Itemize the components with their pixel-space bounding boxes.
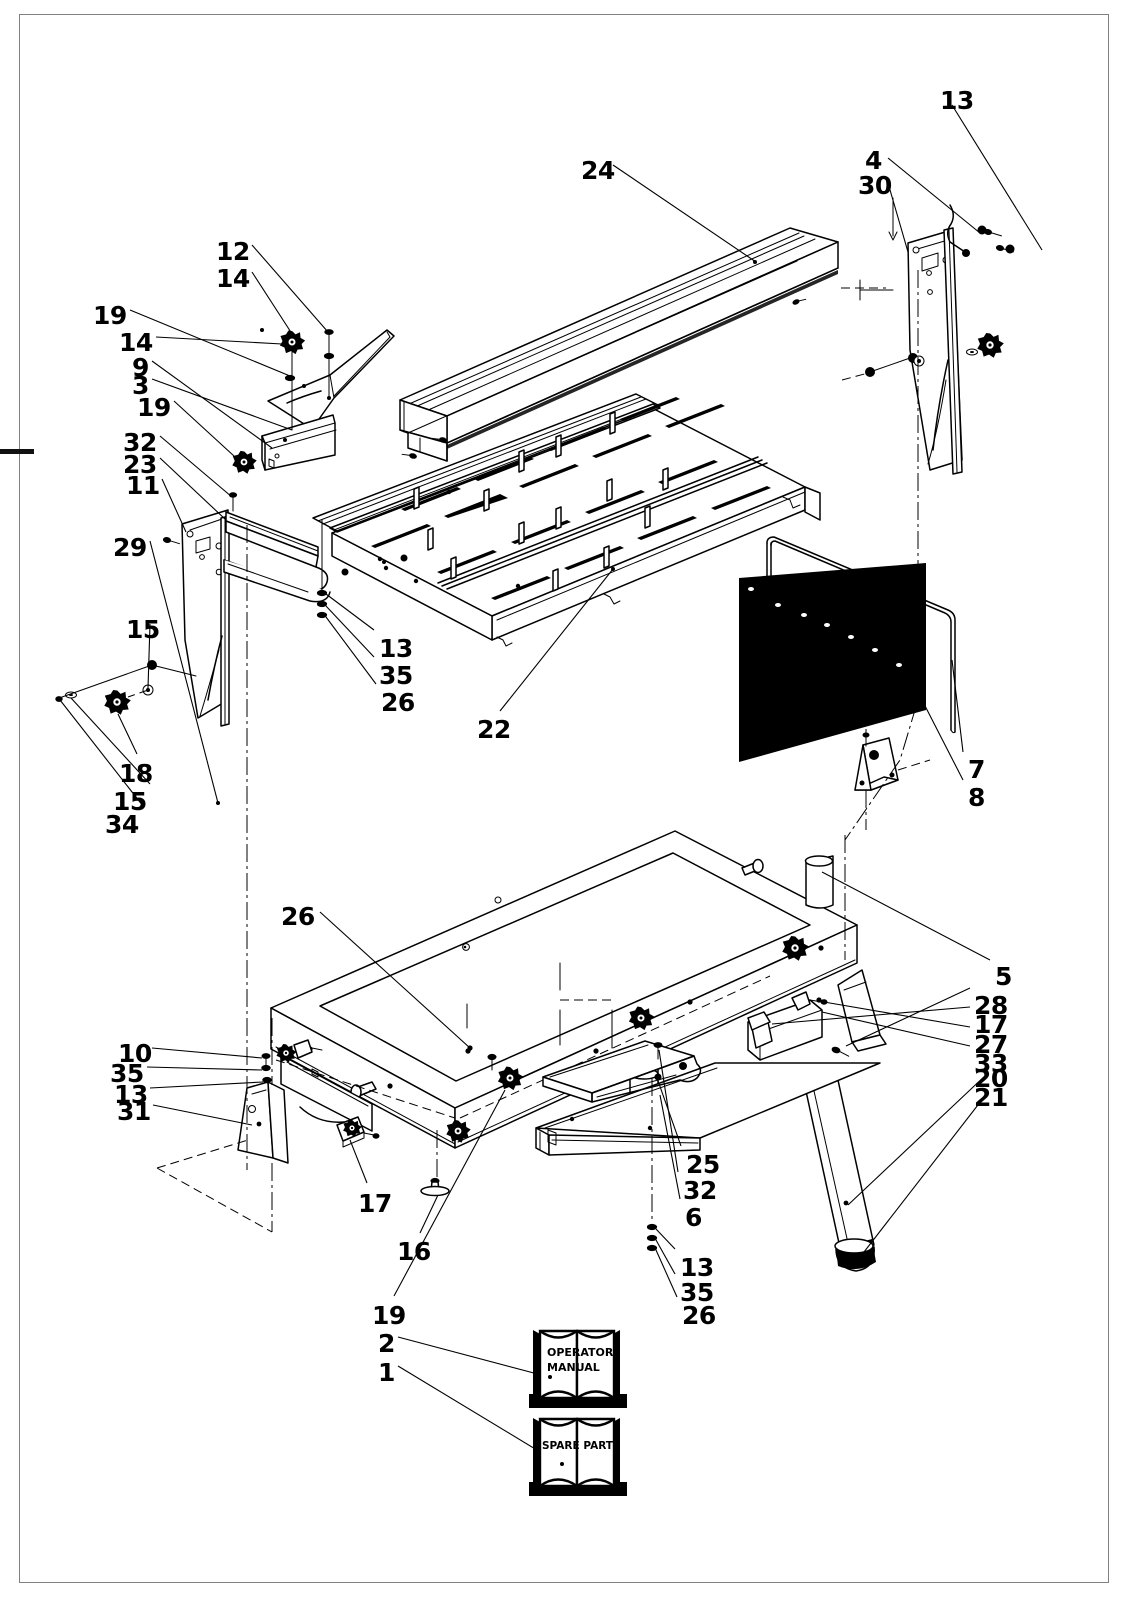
callout-4-c4: 4 <box>865 146 882 175</box>
callout-28-c28: 28 <box>974 991 1008 1020</box>
book-spare-parts <box>529 1417 627 1496</box>
callout-22-c22: 22 <box>477 715 511 744</box>
callout-32-c32b: 32 <box>683 1176 717 1205</box>
callout-23-c23: 23 <box>123 450 157 479</box>
part-23-support-arm <box>162 492 408 619</box>
callout-27-c27: 27 <box>974 1030 1008 1059</box>
parts-27-28-33-brackets <box>747 969 887 1061</box>
left-edge-tick-mark <box>0 449 34 454</box>
callout-15-c15b: 15 <box>113 787 147 816</box>
callout-24-c24: 24 <box>581 156 615 185</box>
part-22-table-top <box>312 393 821 647</box>
callout-31-c31: 31 <box>117 1097 151 1126</box>
callout-10-c10: 10 <box>118 1039 152 1068</box>
callout-6-c6: 6 <box>685 1203 702 1232</box>
callout-13-c13c: 13 <box>114 1080 148 1109</box>
part-7-wire-guard <box>766 536 956 734</box>
callout-30-c30: 30 <box>858 171 892 200</box>
callout-16-c16: 16 <box>397 1237 431 1266</box>
callout-13-c13b: 13 <box>379 634 413 663</box>
flap-mount-bracket <box>854 700 931 830</box>
callout-15-c15a: 15 <box>126 615 160 644</box>
callout-1-c1: 1 <box>378 1358 395 1387</box>
book-operator-manual <box>529 1329 627 1408</box>
part-29-left-leg-plate <box>55 509 230 805</box>
operator-manual-label-line1: OPERATOR <box>547 1346 614 1359</box>
callout-12-c12: 12 <box>216 237 250 266</box>
callout-35-c35c: 35 <box>680 1278 714 1307</box>
callout-7-c7: 7 <box>968 755 985 784</box>
callout-19-c19b: 19 <box>137 393 171 422</box>
part-6-lower-tray <box>535 1040 881 1252</box>
callout-33-c33: 33 <box>974 1049 1008 1078</box>
callout-13-c13d: 13 <box>680 1253 714 1282</box>
callout-8-c8: 8 <box>968 783 985 812</box>
callout-11-c11: 11 <box>126 471 160 500</box>
callout-20-c20: 20 <box>974 1064 1008 1093</box>
callout-14-c14a: 14 <box>216 264 250 293</box>
callout-35-c35a: 35 <box>379 661 413 690</box>
part-30-right-leg-plate <box>841 197 1015 475</box>
callout-26-c26c: 26 <box>682 1301 716 1330</box>
callout-32-c32a: 32 <box>123 428 157 457</box>
callout-17-c17a: 17 <box>974 1010 1008 1039</box>
callout-26-c26a: 26 <box>381 688 415 717</box>
part-17-clamp-knob-left <box>336 1116 380 1148</box>
part-8-black-rubber-flap <box>739 563 926 762</box>
callout-2-c2: 2 <box>378 1329 395 1358</box>
callout-19-c19c: 19 <box>372 1301 406 1330</box>
callout-25-c25: 25 <box>686 1150 720 1179</box>
callout-35-c35b: 35 <box>110 1059 144 1088</box>
callout-26-c26b: 26 <box>281 902 315 931</box>
callout-21-c21: 21 <box>974 1083 1008 1112</box>
leader-lines <box>59 104 1043 1465</box>
callout-14-c14b: 14 <box>119 328 153 357</box>
callout-34-c34: 34 <box>105 810 139 839</box>
callout-13-c13a: 13 <box>940 86 974 115</box>
callout-3-c3: 3 <box>132 371 149 400</box>
part-24-fence-rail <box>399 227 839 462</box>
callout-5-c5: 5 <box>995 962 1012 991</box>
spare-parts-label-line1: SPARE PARTS <box>542 1440 621 1452</box>
callout-18-c18: 18 <box>119 759 153 788</box>
part-21-foot-cap <box>834 1238 876 1272</box>
callout-29-c29: 29 <box>113 533 147 562</box>
part-3-9-miter-fence-assembly <box>232 328 395 474</box>
loose-screws-table <box>401 437 447 459</box>
callout-9-c9: 9 <box>132 353 149 382</box>
part-20-leg-tube <box>802 1070 876 1272</box>
part-26-base-frame <box>270 830 858 1197</box>
callout-19-c19a: 19 <box>93 301 127 330</box>
operator-manual-label-line2: MANUAL <box>547 1361 600 1374</box>
callout-17-c17b: 17 <box>358 1189 392 1218</box>
